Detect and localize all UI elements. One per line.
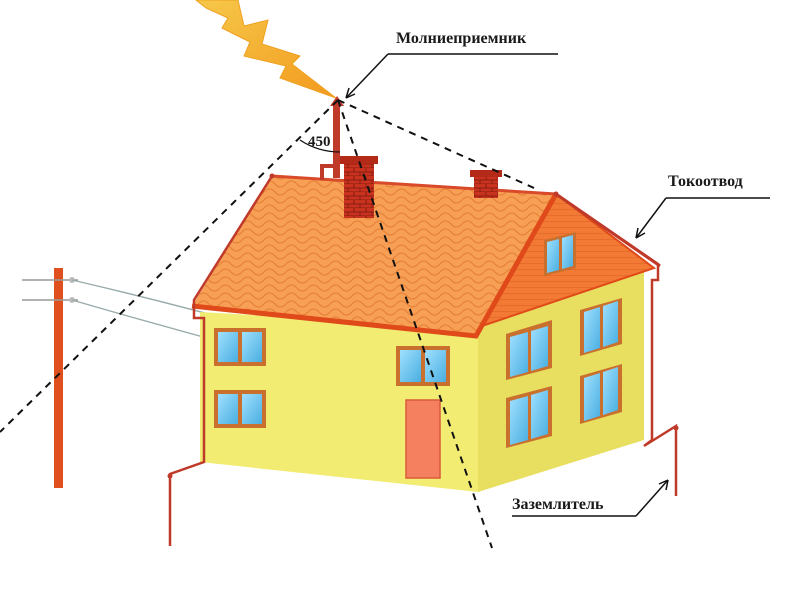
ground-electrode-right	[673, 425, 679, 431]
callout-lightning-rod	[345, 53, 558, 99]
window-side-1	[506, 320, 552, 380]
chimney-front	[340, 156, 378, 218]
label-lightning-rod: Молниеприемник	[396, 30, 527, 47]
roof-ridge	[271, 174, 557, 196]
callout-ground-electrode	[512, 479, 669, 517]
window-side-2	[580, 298, 622, 356]
window-side-4	[580, 364, 622, 424]
utility-pole	[22, 268, 78, 488]
front-door	[405, 399, 441, 479]
lightning-bolt-icon	[195, 0, 337, 99]
label-ground-electrode: Заземлитель	[512, 496, 604, 513]
label-down-conductor: Токоотвод	[668, 173, 743, 190]
callout-down-conductor	[635, 197, 770, 239]
angle-arc	[299, 139, 341, 153]
roof-edge	[191, 192, 559, 339]
chimney-back	[470, 170, 502, 198]
label-protection-angle: 450	[308, 134, 331, 150]
ground-electrode-left	[167, 473, 173, 479]
window-front-1	[214, 328, 266, 366]
house-roof	[192, 176, 556, 336]
window-front-3	[396, 346, 450, 386]
window-gable	[544, 232, 576, 276]
window-side-3	[506, 386, 552, 448]
window-front-2	[214, 390, 266, 428]
protection-zone-lines	[0, 99, 535, 549]
